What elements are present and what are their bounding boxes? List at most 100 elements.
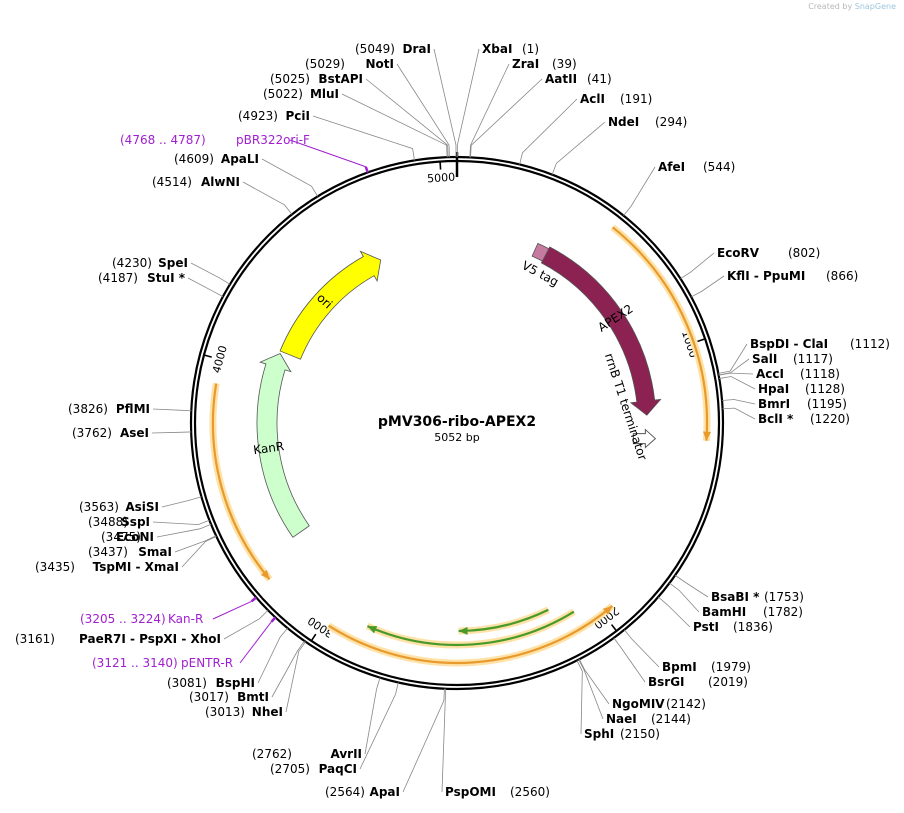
- enzyme-pos-bmri: (1195): [807, 397, 847, 411]
- enzyme-nhei: NheI: [252, 705, 283, 719]
- leader-zrai: [469, 63, 510, 158]
- enzyme-pos-nhei: (3013): [205, 705, 245, 719]
- enzyme-smai: SmaI: [138, 545, 172, 559]
- enzyme-pos-tspmi-xmai: (3435): [35, 560, 75, 574]
- leader-apali: [261, 158, 319, 197]
- enzyme-pos-paqci: (2705): [270, 762, 310, 776]
- enzyme-asei: AseI: [120, 426, 149, 440]
- enzyme-asisi: AsiSI: [125, 500, 159, 514]
- enzyme-pos-bamhi: (1782): [763, 605, 803, 619]
- enzyme-afei: AfeI: [658, 160, 685, 174]
- enzyme-econi: EcoNI: [116, 530, 154, 544]
- enzyme-paqci: PaqCI: [319, 762, 357, 776]
- enzyme-pos-spei: (4230): [112, 256, 152, 270]
- leader-bstapi: [365, 78, 449, 158]
- leader-sphi: [576, 660, 583, 735]
- enzyme-pos-paer7i-pspxi-xhoi: (3161): [15, 632, 55, 646]
- leader-asisi: [161, 496, 202, 508]
- enzyme-pos-aatii: (41): [587, 72, 612, 86]
- enzyme-pos-sphi: (2150): [620, 727, 660, 741]
- enzyme-pos-bmti: (3017): [189, 690, 229, 704]
- leader-nhei: [285, 641, 306, 713]
- leader-asei: [151, 431, 192, 434]
- orf-1-head: [703, 431, 711, 441]
- leader-alwni: [242, 181, 293, 215]
- enzyme-mlui: MluI: [310, 87, 339, 101]
- enzyme-pos-pflmi: (3826): [68, 402, 108, 416]
- enzyme-alwni: AlwNI: [201, 175, 240, 189]
- primer-pbr322ori-f: pBR322ori-F: [236, 133, 310, 147]
- feature-kanr: KanR: [252, 353, 310, 538]
- enzyme-pos-kfli-ppumi: (866): [826, 269, 858, 283]
- enzyme-pflmi: PflMI: [116, 402, 150, 416]
- primer-range-pbr322ori-f: (4768 .. 4787): [120, 133, 206, 147]
- orf-4-head: [367, 626, 378, 634]
- leader-acli: [519, 98, 578, 165]
- enzyme-pos-ndei: (294): [655, 115, 687, 129]
- leader-sspi: [152, 519, 210, 526]
- leader-pcii: [312, 115, 415, 161]
- leader-paer7i-pspxi-xhoi: [223, 609, 269, 640]
- enzyme-ecorv: EcoRV: [717, 246, 760, 260]
- leader-econi: [156, 523, 212, 538]
- enzyme-pos-acci: (1118): [800, 367, 840, 381]
- orf-arcs: [209, 224, 711, 667]
- enzyme-apali: ApaLI: [221, 152, 259, 166]
- orf-2-head: [602, 605, 613, 615]
- leader-bsphi: [257, 627, 288, 684]
- plasmid-name: pMV306-ribo-APEX2: [378, 414, 536, 430]
- leader-spei: [190, 262, 231, 285]
- leader-tspmi-xmai: [181, 536, 217, 568]
- enzyme-bmti: BmtI: [237, 690, 269, 704]
- enzyme-drai: DraI: [403, 42, 431, 56]
- plasmid-size: 5052 bp: [434, 431, 479, 444]
- enzyme-pos-pcii: (4923): [238, 109, 278, 123]
- enzyme-ngomiv: NgoMIV: [612, 697, 665, 711]
- leader-smai: [174, 535, 217, 553]
- leader-mlui: [341, 93, 448, 158]
- leader-bpmi: [624, 629, 660, 668]
- enzyme-pspomi: PspOMI: [445, 785, 496, 799]
- orf-2: [328, 605, 614, 665]
- leader-stui: [187, 277, 224, 297]
- primer-pentr-r: pENTR-R: [181, 656, 233, 670]
- enzyme-sspi: SspI: [121, 515, 150, 529]
- enzyme-avrii: AvrII: [330, 747, 362, 761]
- enzyme-bsrgi: BsrGI: [648, 675, 685, 689]
- enzyme-pos-bcli: (1220): [810, 412, 850, 426]
- leader-bsrgi: [613, 637, 646, 683]
- enzyme-aatii: AatII: [545, 72, 577, 86]
- feature-ori: ori: [279, 250, 382, 360]
- enzyme-pos-xbai: (1): [522, 42, 539, 56]
- leader-hpai: [719, 376, 756, 390]
- orf-3: [211, 383, 271, 581]
- enzyme-bstapi: BstAPI: [318, 72, 363, 86]
- enzyme-bspdi-clai: BspDI - ClaI: [750, 337, 828, 351]
- tick-1000: [697, 338, 706, 343]
- tick-2000: [610, 624, 618, 632]
- leader-aatii: [470, 78, 543, 158]
- enzyme-spei: SpeI: [158, 256, 188, 270]
- credit-prefix: Created by: [808, 2, 853, 11]
- orf-5-head: [458, 626, 468, 635]
- enzyme-noti: NotI: [366, 57, 395, 71]
- enzyme-pos-econi: (3475): [101, 530, 141, 544]
- enzyme-pos-stui: (4187): [98, 271, 138, 285]
- enzyme-acli: AclI: [580, 92, 605, 106]
- enzyme-pos-apali: (4609): [174, 152, 214, 166]
- enzyme-bsabi: BsaBI *: [711, 590, 760, 604]
- enzyme-ndei: NdeI: [608, 115, 639, 129]
- feature-label-kanr: KanR: [252, 439, 285, 457]
- enzyme-sali: SalI: [752, 352, 777, 366]
- enzyme-pos-afei: (544): [703, 160, 735, 174]
- enzyme-pos-ecorv: (802): [788, 246, 820, 260]
- leader-naei: [578, 659, 604, 720]
- enzyme-pos-bsrgi: (2019): [708, 675, 748, 689]
- enzyme-pos-bsphi: (3081): [167, 676, 207, 690]
- enzyme-xbai: XbaI: [482, 42, 512, 56]
- primer-leader-pbr322ori-f: [289, 139, 366, 168]
- enzyme-pos-bpmi: (1979): [711, 660, 751, 674]
- snapgene-credit: Created by SnapGene: [808, 2, 896, 11]
- enzyme-pos-bstapi: (5025): [270, 72, 310, 86]
- enzyme-acci: AccI: [756, 367, 784, 381]
